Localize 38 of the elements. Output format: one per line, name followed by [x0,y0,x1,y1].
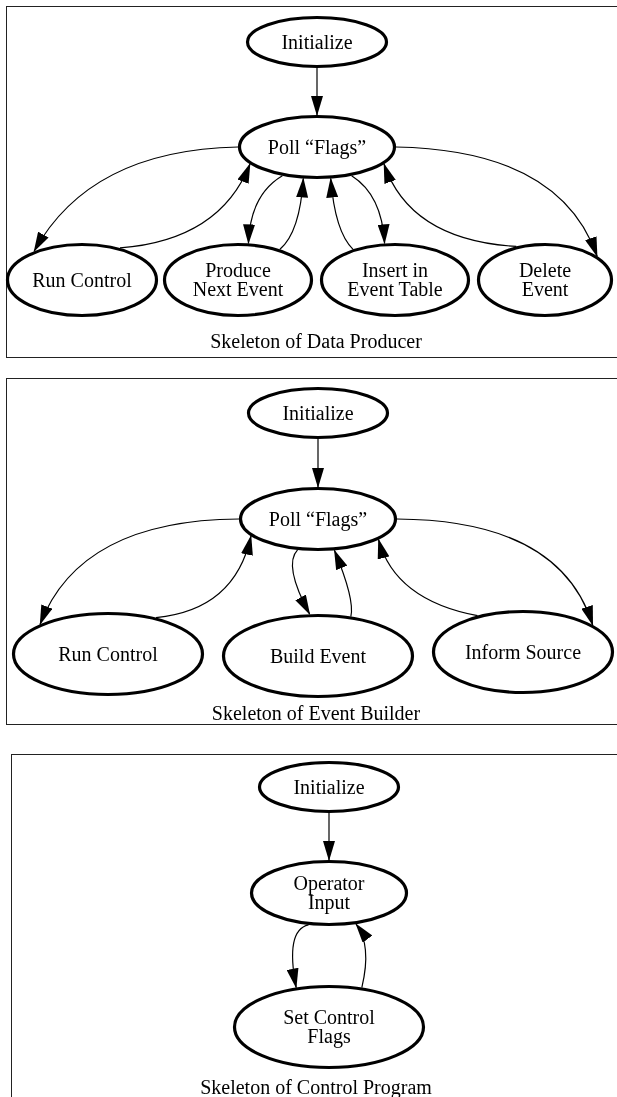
panel-frame [11,754,617,1097]
arrow [383,163,517,248]
panel-caption: Skeleton of Data Producer [210,330,422,352]
arrow [286,924,310,989]
node-label: Insert in Event Table [346,261,444,299]
node-label: Delete Event [517,261,573,299]
node-label: Run Control [32,270,132,290]
panel-frame [6,6,617,358]
arrow [119,163,251,249]
node-label: Inform Source [464,642,582,662]
arrow [33,146,239,253]
node-label: Set Control Flags [282,1008,376,1046]
arrow [323,812,335,861]
arrow [326,177,354,250]
node-label: Run Control [58,644,158,664]
arrow [311,67,323,116]
arrow [396,518,594,626]
arrow [243,175,283,245]
node-label: Produce Next Event [191,261,285,299]
node-label: Initialize [282,403,354,423]
node-label: Initialize [293,777,365,797]
arrow [312,438,324,488]
arrow [39,518,240,626]
arrow [155,535,252,619]
arrow [377,538,479,617]
arrow [355,923,372,989]
node-label: Initialize [281,32,353,52]
panel-frame [6,378,617,725]
node-label: Build Event [269,646,367,666]
arrow [395,146,598,258]
arrow [333,549,353,618]
panel-caption: Skeleton of Event Builder [211,702,421,724]
arrow [279,177,308,250]
node-label: Poll “Flags” [268,509,368,529]
node-label: Poll “Flags” [267,137,367,157]
arrow [351,175,390,245]
node-label: Operator Input [292,874,366,912]
arrow [291,549,311,616]
